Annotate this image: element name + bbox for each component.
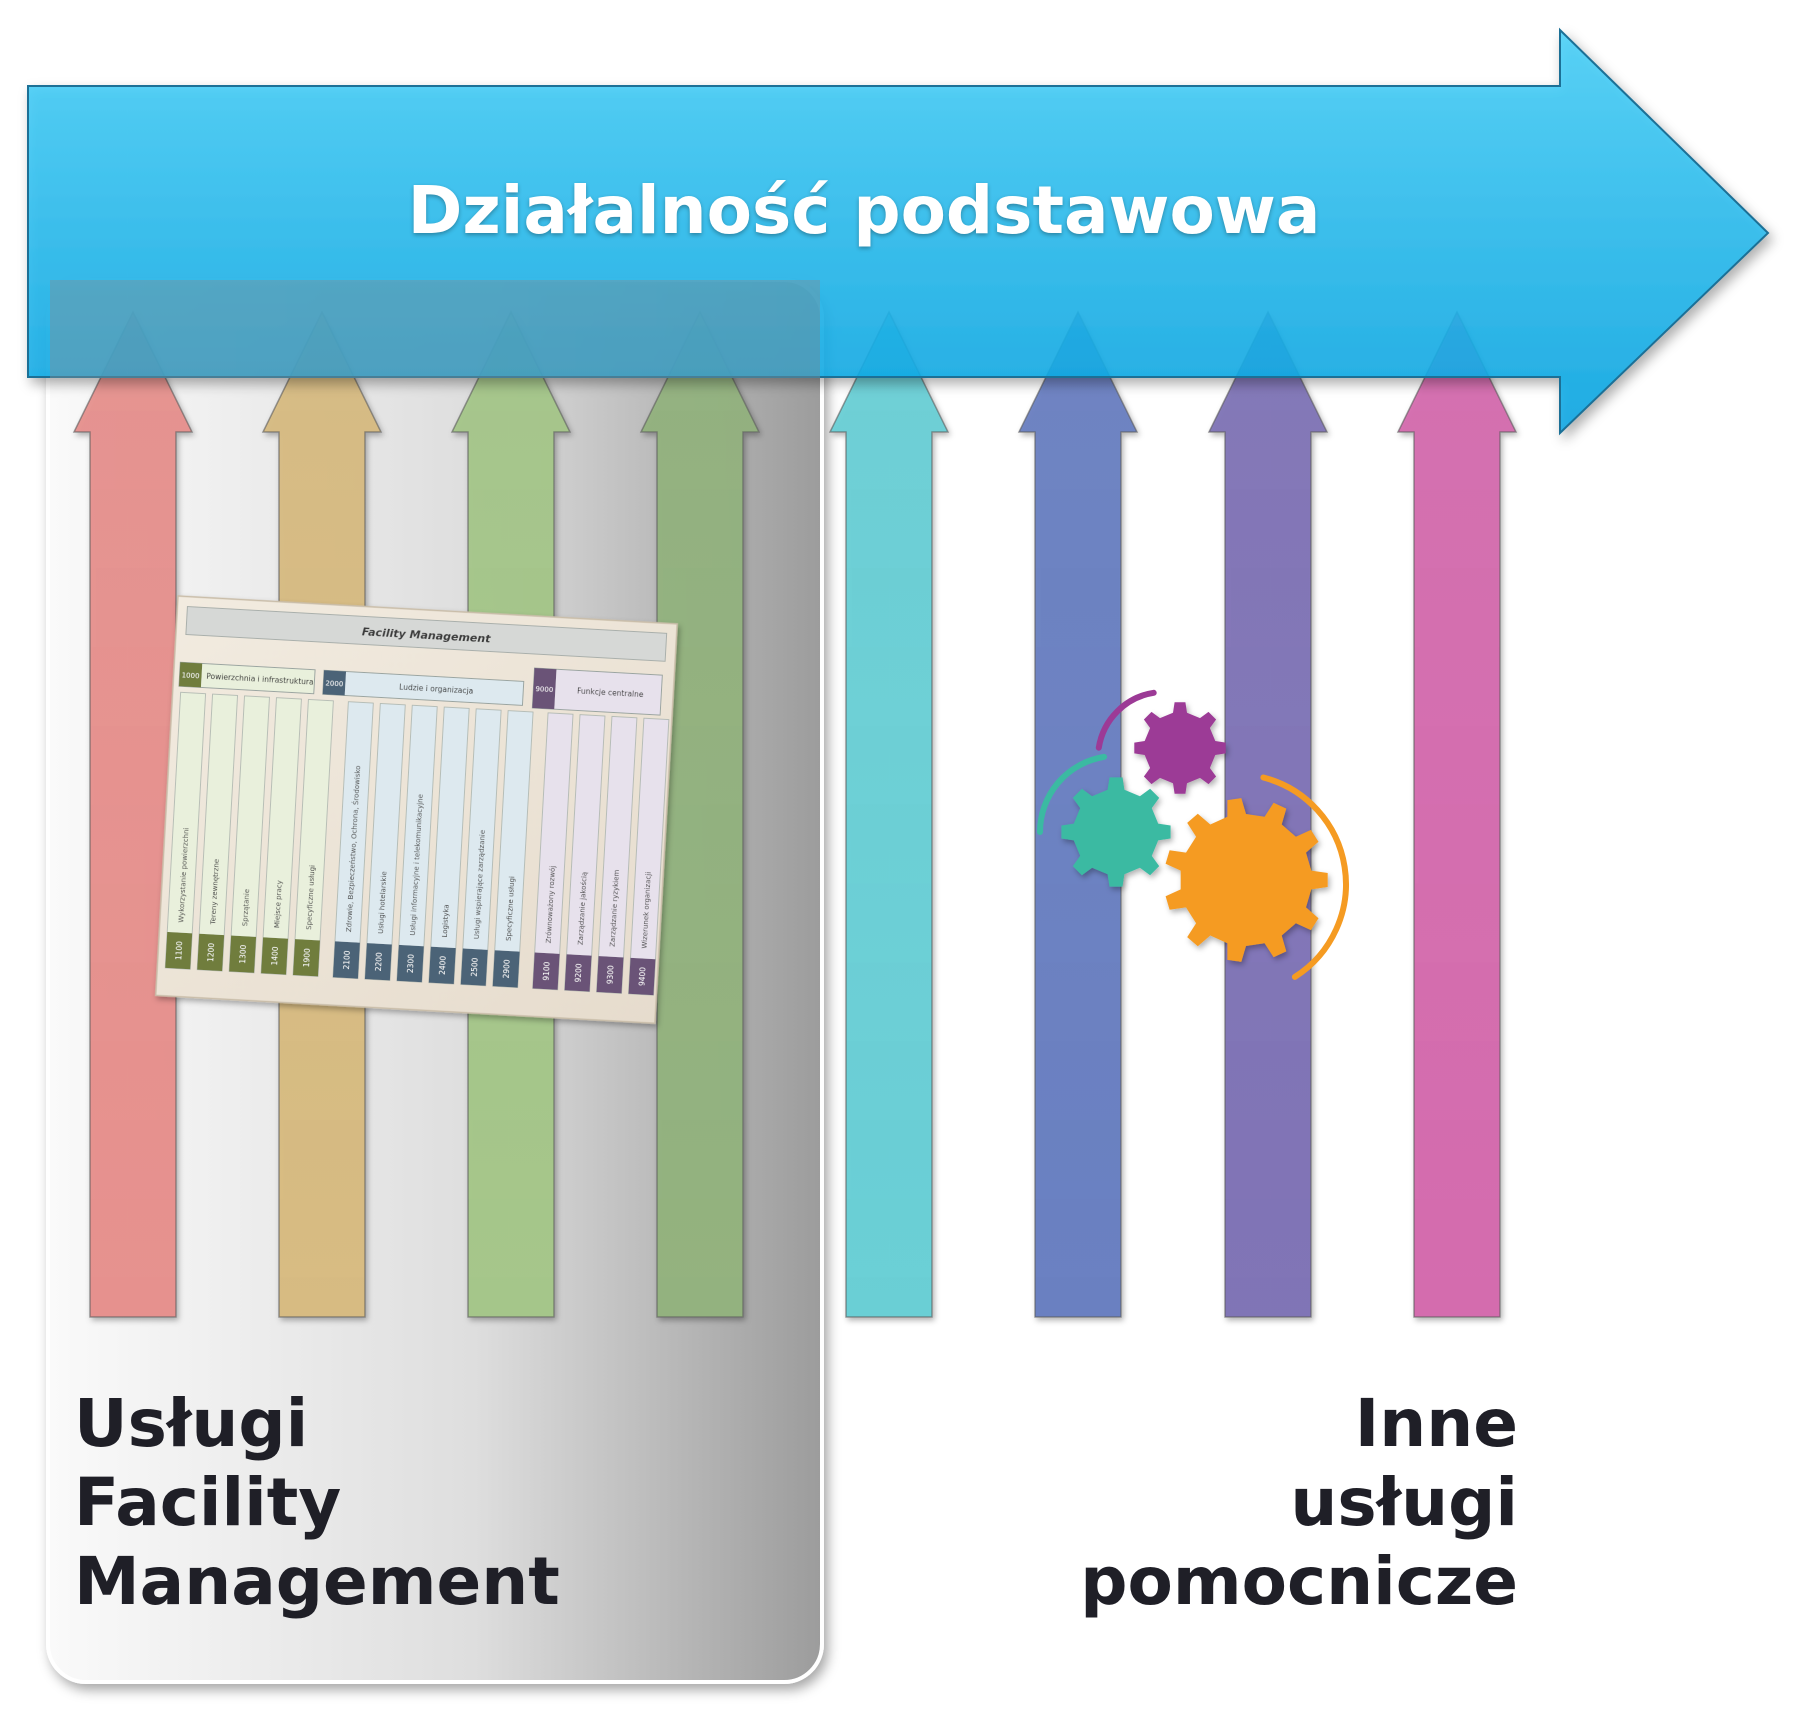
fm-column bbox=[164, 691, 207, 970]
fm-column-code-box bbox=[492, 950, 520, 988]
other-service-arrow-1 bbox=[828, 310, 950, 1318]
fm-group-label: Ludzie i organizacja bbox=[399, 682, 474, 695]
fm-column-code: 9200 bbox=[574, 963, 584, 983]
fm-column-code: 2500 bbox=[470, 957, 480, 977]
fm-column-code: 2400 bbox=[438, 955, 448, 975]
fm-panel-overlay bbox=[50, 280, 820, 378]
fm-group-code-box bbox=[178, 662, 203, 688]
fm-column-label: Specyficzne usługi bbox=[505, 876, 517, 941]
fm-column-label: Specyficzne usługi bbox=[305, 865, 317, 930]
main-arrow bbox=[27, 27, 1770, 436]
other-services-label: Inne usługi pomocnicze bbox=[1080, 1384, 1518, 1621]
fm-column-label: Sprzątanie bbox=[241, 889, 251, 927]
fm-column-code-box bbox=[293, 939, 320, 977]
gear-icon bbox=[1165, 798, 1328, 962]
fm-column-label: Logistyka bbox=[441, 904, 451, 938]
fm-group-code: 9000 bbox=[535, 685, 553, 694]
fm-column-code: 1400 bbox=[270, 946, 280, 966]
fm-column-code-box bbox=[165, 931, 193, 970]
fm-column-code: 9300 bbox=[606, 965, 616, 985]
fm-column bbox=[292, 699, 334, 977]
rotation-arrow-icon bbox=[1260, 774, 1349, 980]
gear-icon bbox=[1134, 702, 1226, 794]
main-arrow-title: Działalność podstawowa bbox=[408, 172, 1321, 249]
fm-column-label: Miejsce pracy bbox=[273, 880, 284, 928]
other-label-line: pomocnicze bbox=[1080, 1543, 1518, 1620]
fm-column-code: 1200 bbox=[206, 942, 216, 962]
fm-column-code: 1100 bbox=[174, 941, 184, 961]
rotation-arrow-icon bbox=[1095, 689, 1157, 751]
gear-icon bbox=[1061, 777, 1171, 887]
fm-column-code: 2300 bbox=[406, 954, 416, 974]
fm-column-code: 9100 bbox=[542, 961, 552, 981]
fm-column-label: Tereny zewnętrzne bbox=[209, 859, 221, 926]
fm-column-code-box bbox=[364, 943, 392, 981]
fm-column bbox=[228, 695, 270, 974]
fm-column bbox=[428, 706, 470, 985]
fm-column-code: 2100 bbox=[342, 950, 352, 970]
fm-column-code-box bbox=[564, 954, 592, 992]
fm-column-code: 2900 bbox=[502, 959, 512, 979]
fm-label-line: Facility bbox=[74, 1464, 342, 1541]
fm-column-code-box bbox=[197, 933, 225, 972]
gears-cluster bbox=[1037, 689, 1349, 980]
fm-group-label: Funkcje centralne bbox=[577, 686, 644, 699]
fm-column-code-box bbox=[628, 957, 656, 996]
fm-group-code-box bbox=[532, 668, 557, 710]
fm-column-code-box bbox=[596, 956, 624, 994]
fm-column-code: 2200 bbox=[374, 952, 384, 972]
fm-group-code: 2000 bbox=[325, 679, 343, 688]
fm-column-code-box bbox=[229, 935, 257, 973]
fm-label-line: Usługi bbox=[74, 1385, 309, 1462]
fm-column-code-box bbox=[428, 946, 456, 984]
fm-column-code-box bbox=[460, 948, 488, 986]
other-service-arrow-4 bbox=[1396, 310, 1518, 1318]
fm-column-code: 1300 bbox=[238, 944, 248, 964]
other-label-line: usługi bbox=[1290, 1464, 1518, 1541]
other-label-line: Inne bbox=[1354, 1385, 1518, 1462]
fm-group-code: 1000 bbox=[181, 671, 199, 680]
fm-column-code-box bbox=[332, 941, 360, 979]
fm-group-code-box bbox=[322, 670, 347, 696]
fm-column-code: 9400 bbox=[637, 967, 647, 987]
fm-column-code-box bbox=[396, 944, 424, 983]
fm-column-code-box bbox=[532, 952, 560, 990]
fm-column bbox=[492, 710, 534, 988]
fm-column-code-box bbox=[261, 937, 289, 975]
fm-column-label: Usługi hotelarskie bbox=[377, 871, 388, 934]
fm-group-box bbox=[178, 661, 316, 695]
fm-column-code: 1900 bbox=[302, 948, 312, 968]
fm-document-title-bar bbox=[185, 606, 668, 662]
fm-services-label: Usługi Facility Management bbox=[74, 1384, 560, 1621]
fm-label-line: Management bbox=[74, 1543, 560, 1620]
rotation-arrow-icon bbox=[1037, 753, 1108, 835]
